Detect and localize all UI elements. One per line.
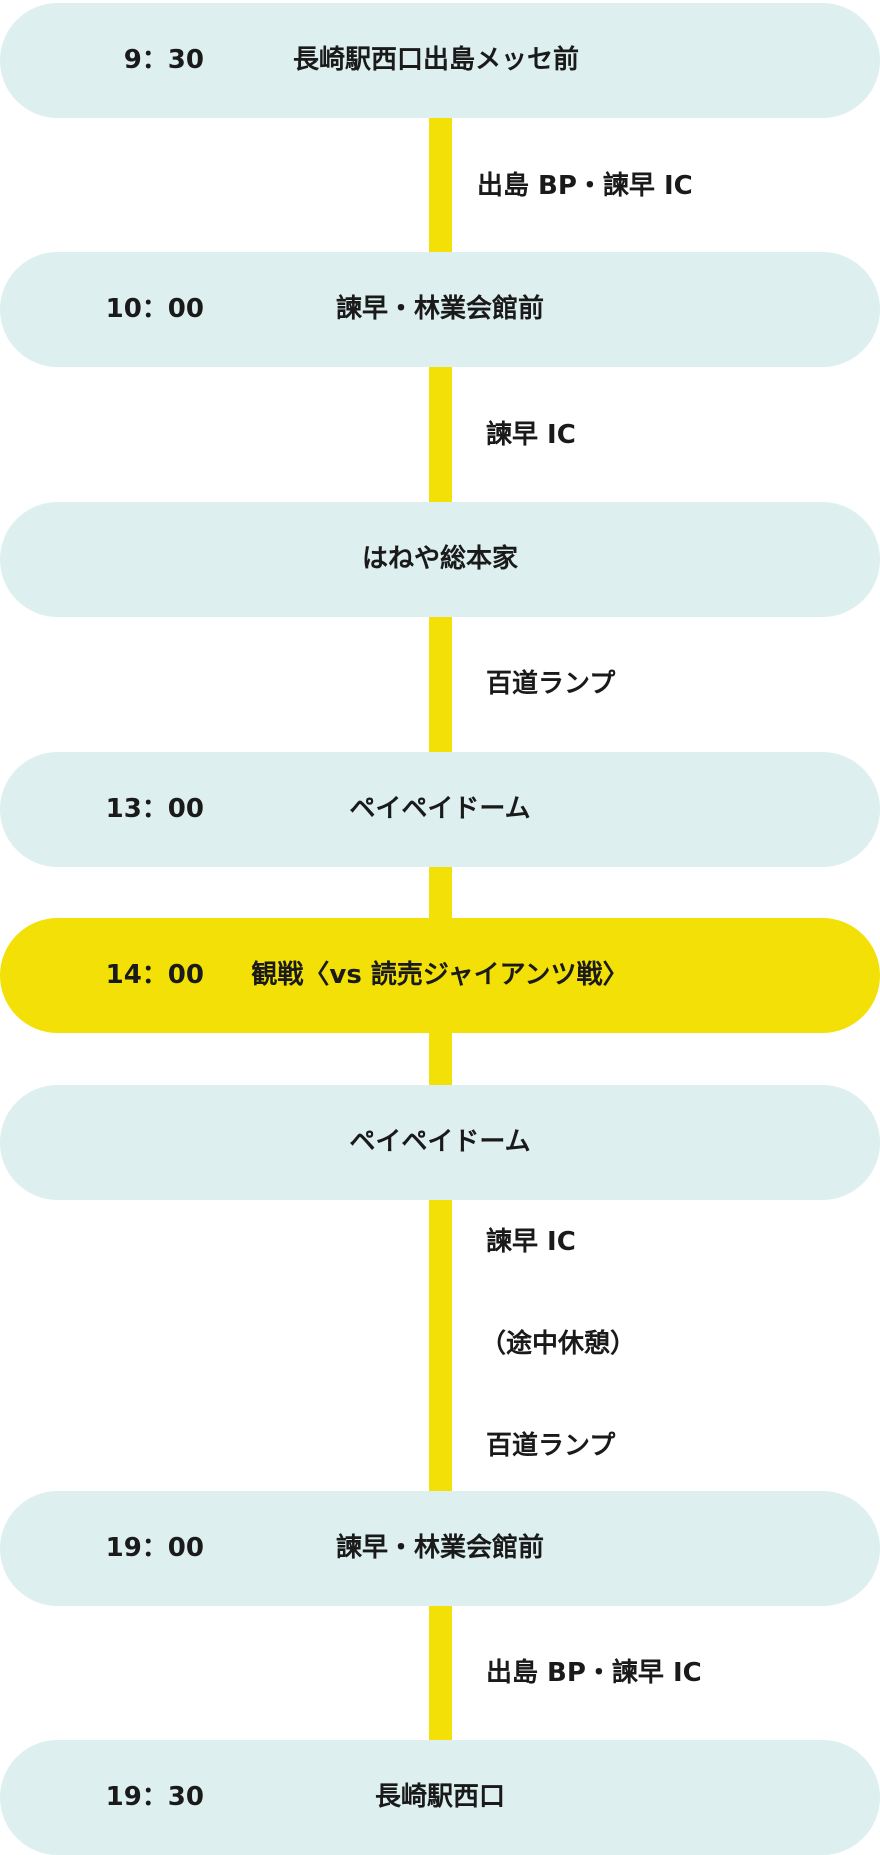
stop-place: 長崎駅西口出島メッセ前: [293, 45, 580, 75]
route-line: [429, 1197, 452, 1491]
schedule-stop: ペイペイドーム: [0, 1085, 880, 1200]
schedule-stop: 19：00 諫早・林業会館前: [0, 1491, 880, 1606]
route-line: [429, 614, 452, 752]
via-label: 諫早 IC: [486, 420, 576, 450]
stop-time: 10：00: [105, 294, 204, 324]
route-line: [429, 1603, 452, 1740]
stop-place: 諫早・林業会館前: [335, 1533, 544, 1563]
stop-time: 19：30: [105, 1782, 204, 1812]
stop-time: 13：00: [105, 794, 204, 824]
route-line: [429, 1030, 452, 1085]
via-label: 百道ランプ: [486, 1431, 616, 1461]
schedule-stop: 19：30 長崎駅西口: [0, 1740, 880, 1855]
route-line: [429, 864, 452, 918]
route-line: [429, 364, 452, 502]
stop-place: 諫早・林業会館前: [335, 294, 544, 324]
stop-place: 長崎駅西口: [374, 1782, 505, 1812]
stop-time: 14：00: [105, 960, 204, 990]
stop-place: ペイペイドーム: [349, 1127, 531, 1157]
schedule-stop: 10：00 諫早・林業会館前: [0, 252, 880, 367]
stop-place: 観戦〈vs 読売ジャイアンツ戦〉: [251, 960, 629, 990]
via-label: 出島 BP・諫早 IC: [486, 1658, 702, 1688]
stop-place: はねや総本家: [361, 544, 518, 574]
stop-time: 19：00: [105, 1533, 204, 1563]
schedule-stop-highlight: 14：00 観戦〈vs 読売ジャイアンツ戦〉: [0, 918, 880, 1033]
via-label: 百道ランプ: [486, 669, 616, 699]
schedule-stop: はねや総本家: [0, 502, 880, 617]
schedule-stop: 13：00 ペイペイドーム: [0, 752, 880, 867]
via-label: 諫早 IC: [486, 1227, 576, 1257]
via-label: 出島 BP・諫早 IC: [477, 171, 693, 201]
route-line: [429, 115, 452, 252]
schedule-stop: 9：30 長崎駅西口出島メッセ前: [0, 3, 880, 118]
stop-time: 9：30: [123, 45, 204, 75]
stop-place: ペイペイドーム: [349, 794, 531, 824]
via-label: （途中休憩）: [480, 1329, 637, 1359]
